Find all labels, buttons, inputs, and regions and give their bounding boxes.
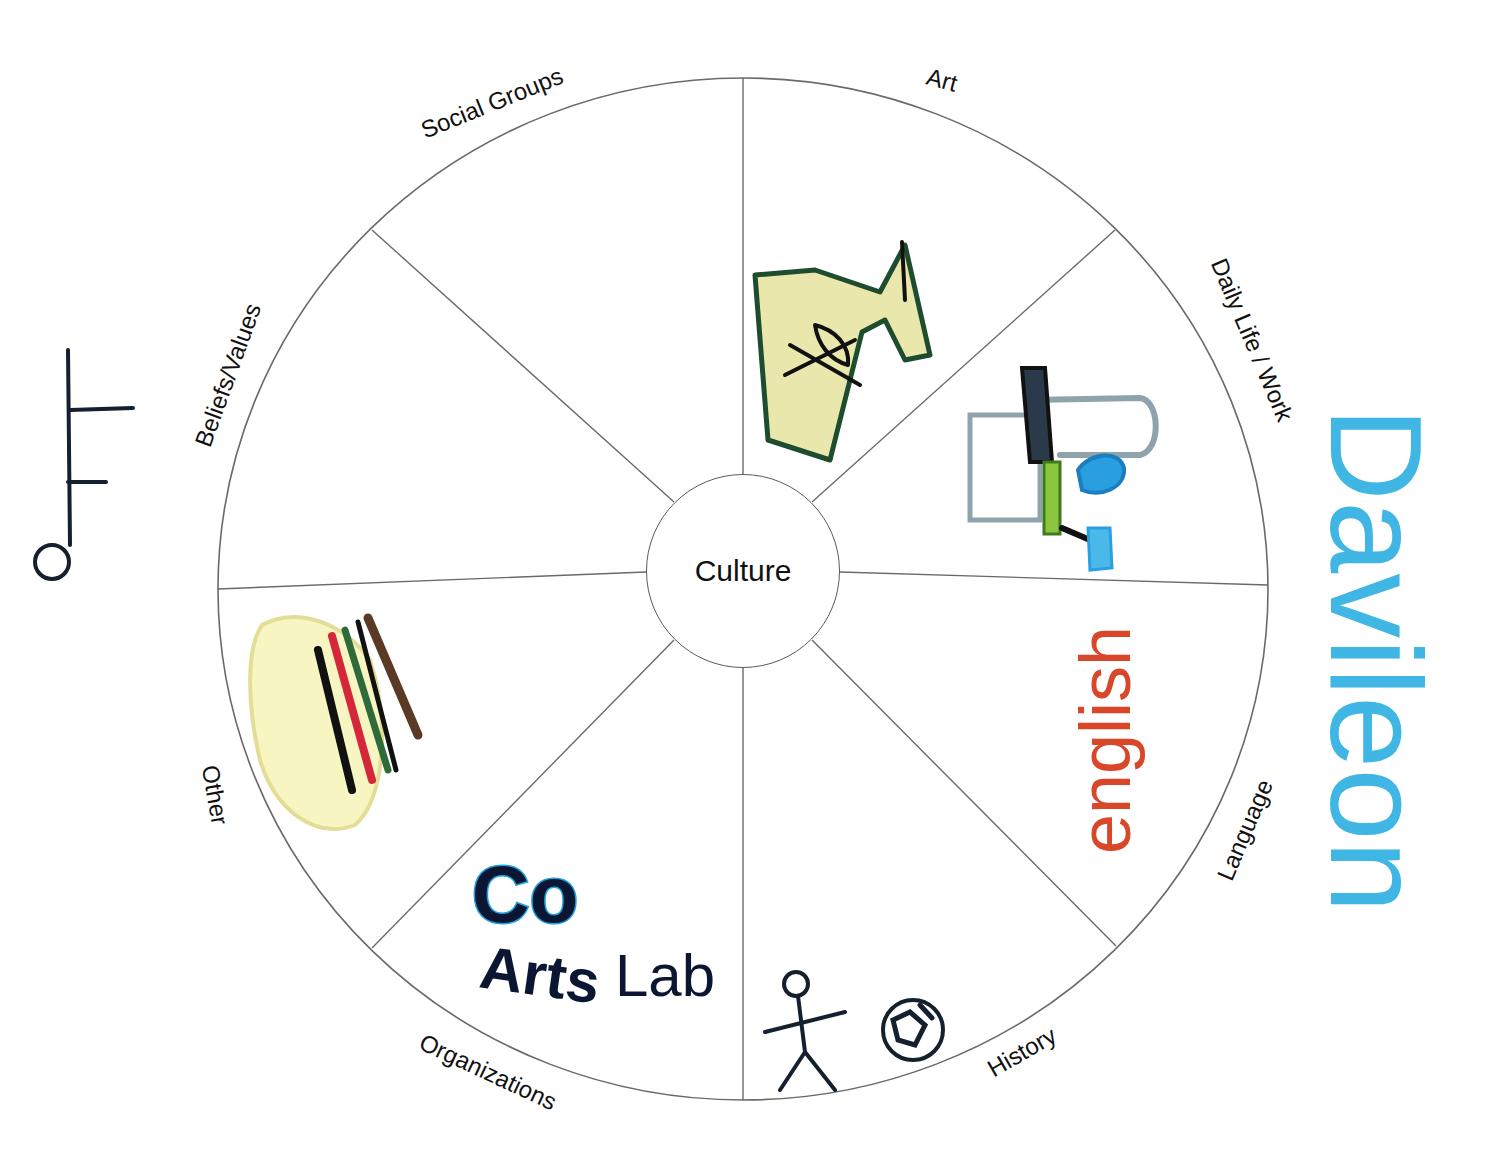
handwritten-word: Co [472,849,579,941]
wheel-outline [218,78,1268,1100]
sector-label: Beliefs/Values [189,300,266,451]
burger-drawing [250,617,418,829]
center-circle: Culture [646,474,840,668]
sector-label: Organizations [415,1028,561,1116]
shirt-drawing [755,242,930,460]
machine-drawing [970,368,1156,570]
student-name: Davileon [1300,407,1450,913]
sector-label: History [983,1021,1061,1082]
sector-label: Other [196,763,234,827]
wheel-dividers [218,78,1268,1100]
person-and-globe-drawing [765,972,943,1090]
sector-label: Social Groups [417,62,567,144]
handwritten-word: Arts [476,932,604,1017]
handwritten-word: Lab [615,941,715,1010]
sector-label: Language [1211,775,1278,884]
sector-label: Daily Life / Work [1205,254,1298,425]
margin-mark [35,350,133,579]
center-label: Culture [695,554,792,589]
sector-label: Art [924,63,961,98]
handwritten-word: english [1064,626,1147,854]
